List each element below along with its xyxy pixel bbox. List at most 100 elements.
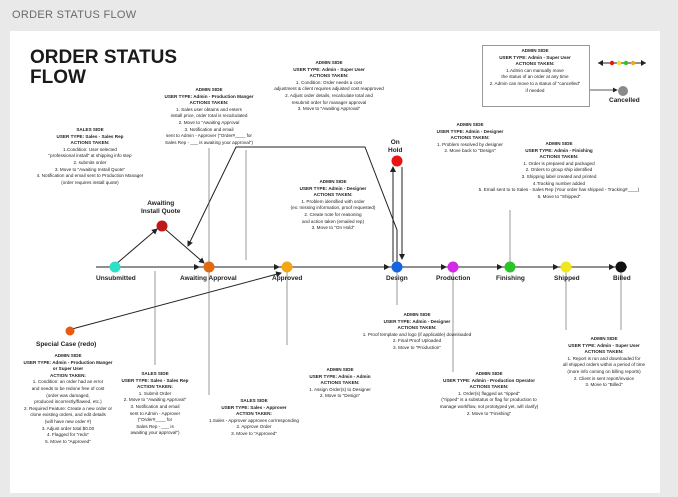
note-sc-h3: ACTION TAKEN:	[50, 372, 86, 378]
note-sc-body: 1. Condition: an order had an error and …	[23, 379, 113, 444]
note-db-h2: USER TYPE: Admin - Designer	[383, 318, 451, 324]
diagram-title: ORDER STATUS FLOW	[30, 48, 177, 88]
note-admin-super-top: ADMIN SIDE USER TYPE: Admin - Super User…	[272, 60, 386, 113]
label-billed: Billed	[613, 275, 631, 282]
note-db-body: 1. Proof template and logo (if applicabl…	[362, 331, 472, 350]
note-legend-h2: USER TYPE: Admin - Super User	[499, 54, 571, 60]
note-dth-body: 1. Problem identified with order (ex: mi…	[290, 198, 376, 231]
note-dhr-body: 1. Problem resolved by designer 2. Move …	[437, 141, 503, 154]
note-admin-prod-manager: ADMIN SIDE USER TYPE: Admin - Production…	[148, 87, 270, 146]
label-awaiting-approval: Awaiting Approval	[180, 275, 237, 282]
label-finishing: Finishing	[496, 275, 525, 282]
note-fa-h3: ACTIONS TAKEN:	[539, 154, 579, 160]
node-cancelled[interactable]	[618, 86, 628, 96]
note-aa-body: 1. Assign Order(s) to Designer 2. Move t…	[309, 386, 371, 399]
legend-dot-orange	[630, 60, 636, 66]
note-dth-h1: ADMIN SIDE	[319, 179, 347, 184]
note-dhr-h3: ACTIONS TAKEN:	[450, 135, 490, 141]
app-title: ORDER STATUS FLOW	[12, 9, 137, 21]
note-apm-h2: USER TYPE: Admin - Production Manger	[164, 93, 254, 99]
note-sbr-h2: USER TYPE: Admin - Super User	[568, 342, 640, 348]
label-shipped: Shipped	[554, 275, 580, 282]
note-legend: ADMIN SIDE USER TYPE: Admin - Super User…	[484, 48, 586, 94]
node-awaiting-install-quote[interactable]	[156, 220, 168, 232]
note-legend-body: 1.Admin can manually move the status of …	[489, 67, 581, 93]
legend-dot-green	[623, 60, 629, 66]
note-designer-hold-release: ADMIN SIDE USER TYPE: Admin - Designer A…	[418, 122, 522, 155]
note-dhr-h1: ADMIN SIDE	[456, 122, 484, 127]
label-on-hold: On Hold	[388, 139, 403, 154]
note-po-h1: ADMIN SIDE	[475, 371, 503, 376]
note-ast-h1: ADMIN SIDE	[315, 60, 343, 65]
legend-dot-red	[609, 60, 615, 66]
note-ast-h3: ACTIONS TAKEN:	[309, 73, 349, 79]
note-apm-body: 1. Sales user obtains and enters install…	[165, 106, 253, 145]
note-sbr-body: 1. Report is run and downloaded for all …	[562, 355, 646, 388]
note-srb-h3: ACTION TAKEN:	[137, 384, 173, 390]
diagram-title-text: ORDER STATUS FLOW	[30, 47, 178, 88]
label-approved: Approved	[272, 275, 303, 282]
note-production-operator: ADMIN SIDE USER TYPE: Admin - Production…	[424, 371, 554, 417]
note-aa-h3: ACTIONS TAKEN:	[320, 380, 360, 386]
note-db-h1: ADMIN SIDE	[403, 312, 431, 317]
note-srt-h1: SALES SIDE	[76, 127, 104, 132]
arrow-special-approved	[71, 271, 282, 330]
note-db-h3: ACTIONS TAKEN:	[397, 325, 437, 331]
node-on-hold[interactable]	[391, 155, 403, 167]
node-special-case[interactable]	[65, 326, 75, 336]
note-legend-h1: ADMIN SIDE	[521, 48, 549, 53]
note-srb-body: 1. Submit Order 2. Move to "Awaiting App…	[123, 390, 187, 436]
note-dhr-h2: USER TYPE: Admin - Designer	[436, 128, 504, 134]
arrow-unsubmitted-installquote	[114, 228, 158, 266]
note-po-h3: ACTIONS TAKEN:	[469, 384, 509, 390]
note-aa-h2: USER TYPE: Admin - Admin	[309, 373, 371, 379]
note-sc-h1: ADMIN SIDE	[54, 353, 82, 358]
note-aa-h1: ADMIN SIDE	[326, 367, 354, 372]
node-awaiting-approval[interactable]	[203, 261, 215, 273]
note-finishing-admin: ADMIN SIDE USER TYPE: Admin - Finishing …	[468, 141, 650, 200]
node-shipped[interactable]	[560, 261, 572, 273]
note-fa-h2: USER TYPE: Admin - Finishing	[525, 147, 593, 153]
note-special-case: ADMIN SIDE USER TYPE: Admin - Production…	[14, 353, 122, 445]
note-sales-rep-bottom: SALES SIDE USER TYPE: Sales - Sales Rep …	[110, 371, 200, 437]
node-billed[interactable]	[615, 261, 627, 273]
note-srt-h3: ACTIONS TAKEN:	[70, 140, 110, 146]
note-ast-body: 1. Condition: Order needs a cost adjustm…	[274, 79, 384, 112]
note-sales-rep-top: SALES SIDE USER TYPE: Sales - Sales Rep …	[30, 127, 150, 186]
note-apm-h1: ADMIN SIDE	[195, 87, 223, 92]
note-designer-bottom: ADMIN SIDE USER TYPE: Admin - Designer A…	[354, 312, 480, 352]
note-srt-h2: USER TYPE: Sales - Sales Rep	[56, 133, 124, 139]
note-sa-body: 1.Sales - Approver approves corrrespondi…	[209, 417, 299, 436]
note-srb-h2: USER TYPE: Sales - Sales Rep	[121, 377, 189, 383]
legend-box	[482, 45, 590, 107]
note-sa-h2: USER TYPE: Sales - Approver	[221, 404, 287, 410]
node-design[interactable]	[391, 261, 403, 273]
note-dth-h3: ACTIONS TAKEN:	[313, 192, 353, 198]
node-approved[interactable]	[281, 261, 293, 273]
node-production[interactable]	[447, 261, 459, 273]
loop-design-reapproval	[187, 146, 398, 262]
node-finishing[interactable]	[504, 261, 516, 273]
note-fa-body: 1. Order is prepared and packaged 2. Ord…	[478, 160, 640, 199]
note-sbr-h3: ACTIONS TAKEN:	[584, 349, 624, 355]
note-sc-h2: USER TYPE: Admin - Production Manger or …	[23, 359, 113, 372]
label-design: Design	[386, 275, 408, 282]
note-apm-h3: ACTIONS TAKEN:	[189, 100, 229, 106]
legend-arrow-left	[598, 60, 603, 66]
label-unsubmitted: Unsubmitted	[96, 275, 136, 282]
note-dth-h2: USER TYPE: Admin - Designer	[299, 185, 367, 191]
note-srb-h1: SALES SIDE	[141, 371, 169, 376]
note-super-bottom-right: ADMIN SIDE USER TYPE: Admin - Super User…	[548, 336, 660, 389]
note-po-body: 1. Order(s) flagged as "ripped" ("ripped…	[439, 390, 539, 416]
legend-dot-yellow	[616, 60, 622, 66]
note-srt-body: 1.Condition: User selected "professional…	[36, 146, 144, 185]
note-legend-h3: ACTIONS TAKEN:	[515, 61, 555, 67]
note-designer-to-hold: ADMIN SIDE USER TYPE: Admin - Designer A…	[276, 179, 390, 232]
note-ast-h2: USER TYPE: Admin - Super User	[293, 66, 365, 72]
label-production: Production	[436, 275, 471, 282]
label-awaiting-install-quote: Awaiting Install Quote	[141, 200, 181, 215]
node-unsubmitted[interactable]	[109, 261, 121, 273]
note-sa-h3: ACTION TAKEN:	[236, 411, 272, 417]
note-sales-approver: SALES SIDE USER TYPE: Sales - Approver A…	[196, 398, 312, 438]
